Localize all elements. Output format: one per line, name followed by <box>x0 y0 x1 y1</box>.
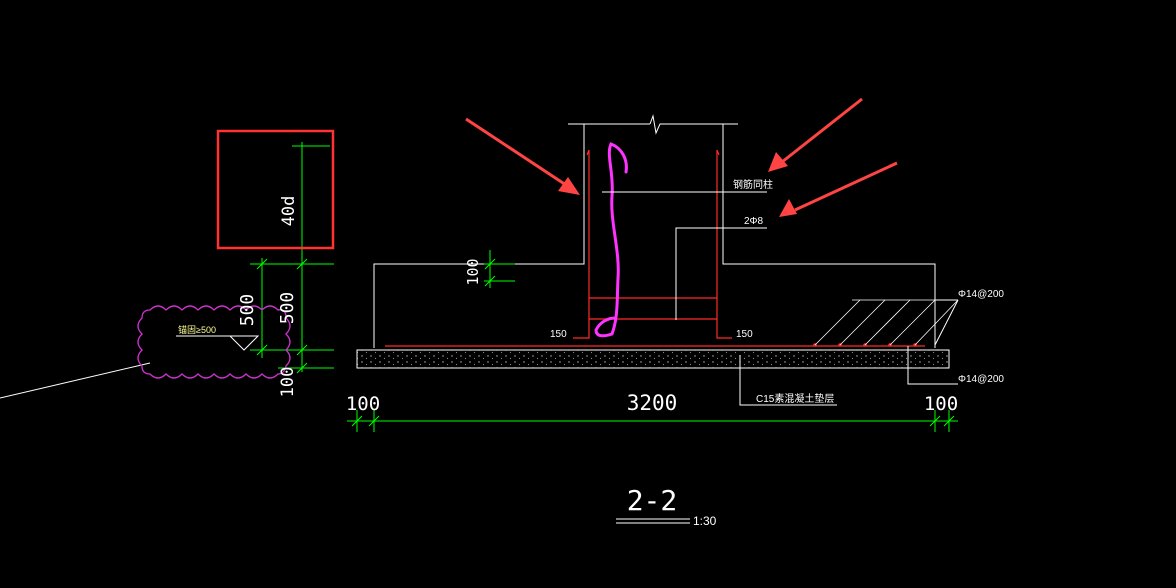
column-bar-highlight <box>594 142 628 338</box>
leaders <box>0 191 959 406</box>
dim-embed-depth: 100 <box>464 258 482 285</box>
annotation-arrows <box>465 97 898 217</box>
dim-height-right: 500 <box>277 292 298 325</box>
dim-total-width: 3200 <box>627 391 678 415</box>
bar-hatch <box>814 299 959 346</box>
left-column-bar <box>573 149 590 339</box>
break-line <box>649 114 662 135</box>
revision-cloud <box>137 305 291 379</box>
label-stirrups: 2Φ8 <box>744 216 764 227</box>
label-top-bar: Φ14@200 <box>958 289 1004 300</box>
label-bottom-bar: Φ14@200 <box>958 374 1004 385</box>
arrow-left-to-column <box>465 117 580 195</box>
label-cushion: C15素混凝土垫层 <box>756 392 834 405</box>
label-column-rebar: 钢筋同柱 <box>733 178 773 191</box>
cloud-note: 锚固≥500 <box>178 324 216 335</box>
section-scale: 1:30 <box>693 514 717 528</box>
dim-left-edge: 100 <box>346 393 380 415</box>
section-title: 2-2 <box>627 484 678 517</box>
cushion-layer <box>356 349 950 369</box>
dimension-lines <box>250 142 958 432</box>
right-column-bar <box>716 149 732 339</box>
dim-height-left: 500 <box>237 294 258 327</box>
anchorage-label: 40d <box>279 196 299 227</box>
elevation-triangle <box>229 335 260 351</box>
left-hook-length: 150 <box>550 329 567 340</box>
arrow-to-stirrup-label <box>779 161 898 217</box>
footing-outline <box>373 114 936 348</box>
dim-right-edge: 100 <box>924 393 958 415</box>
anchorage-callout-box <box>216 129 335 250</box>
dim-cushion: 100 <box>278 367 298 398</box>
rebar <box>385 149 925 347</box>
arrow-to-column-rebar-label <box>768 97 863 172</box>
right-hook-length: 150 <box>736 329 753 340</box>
